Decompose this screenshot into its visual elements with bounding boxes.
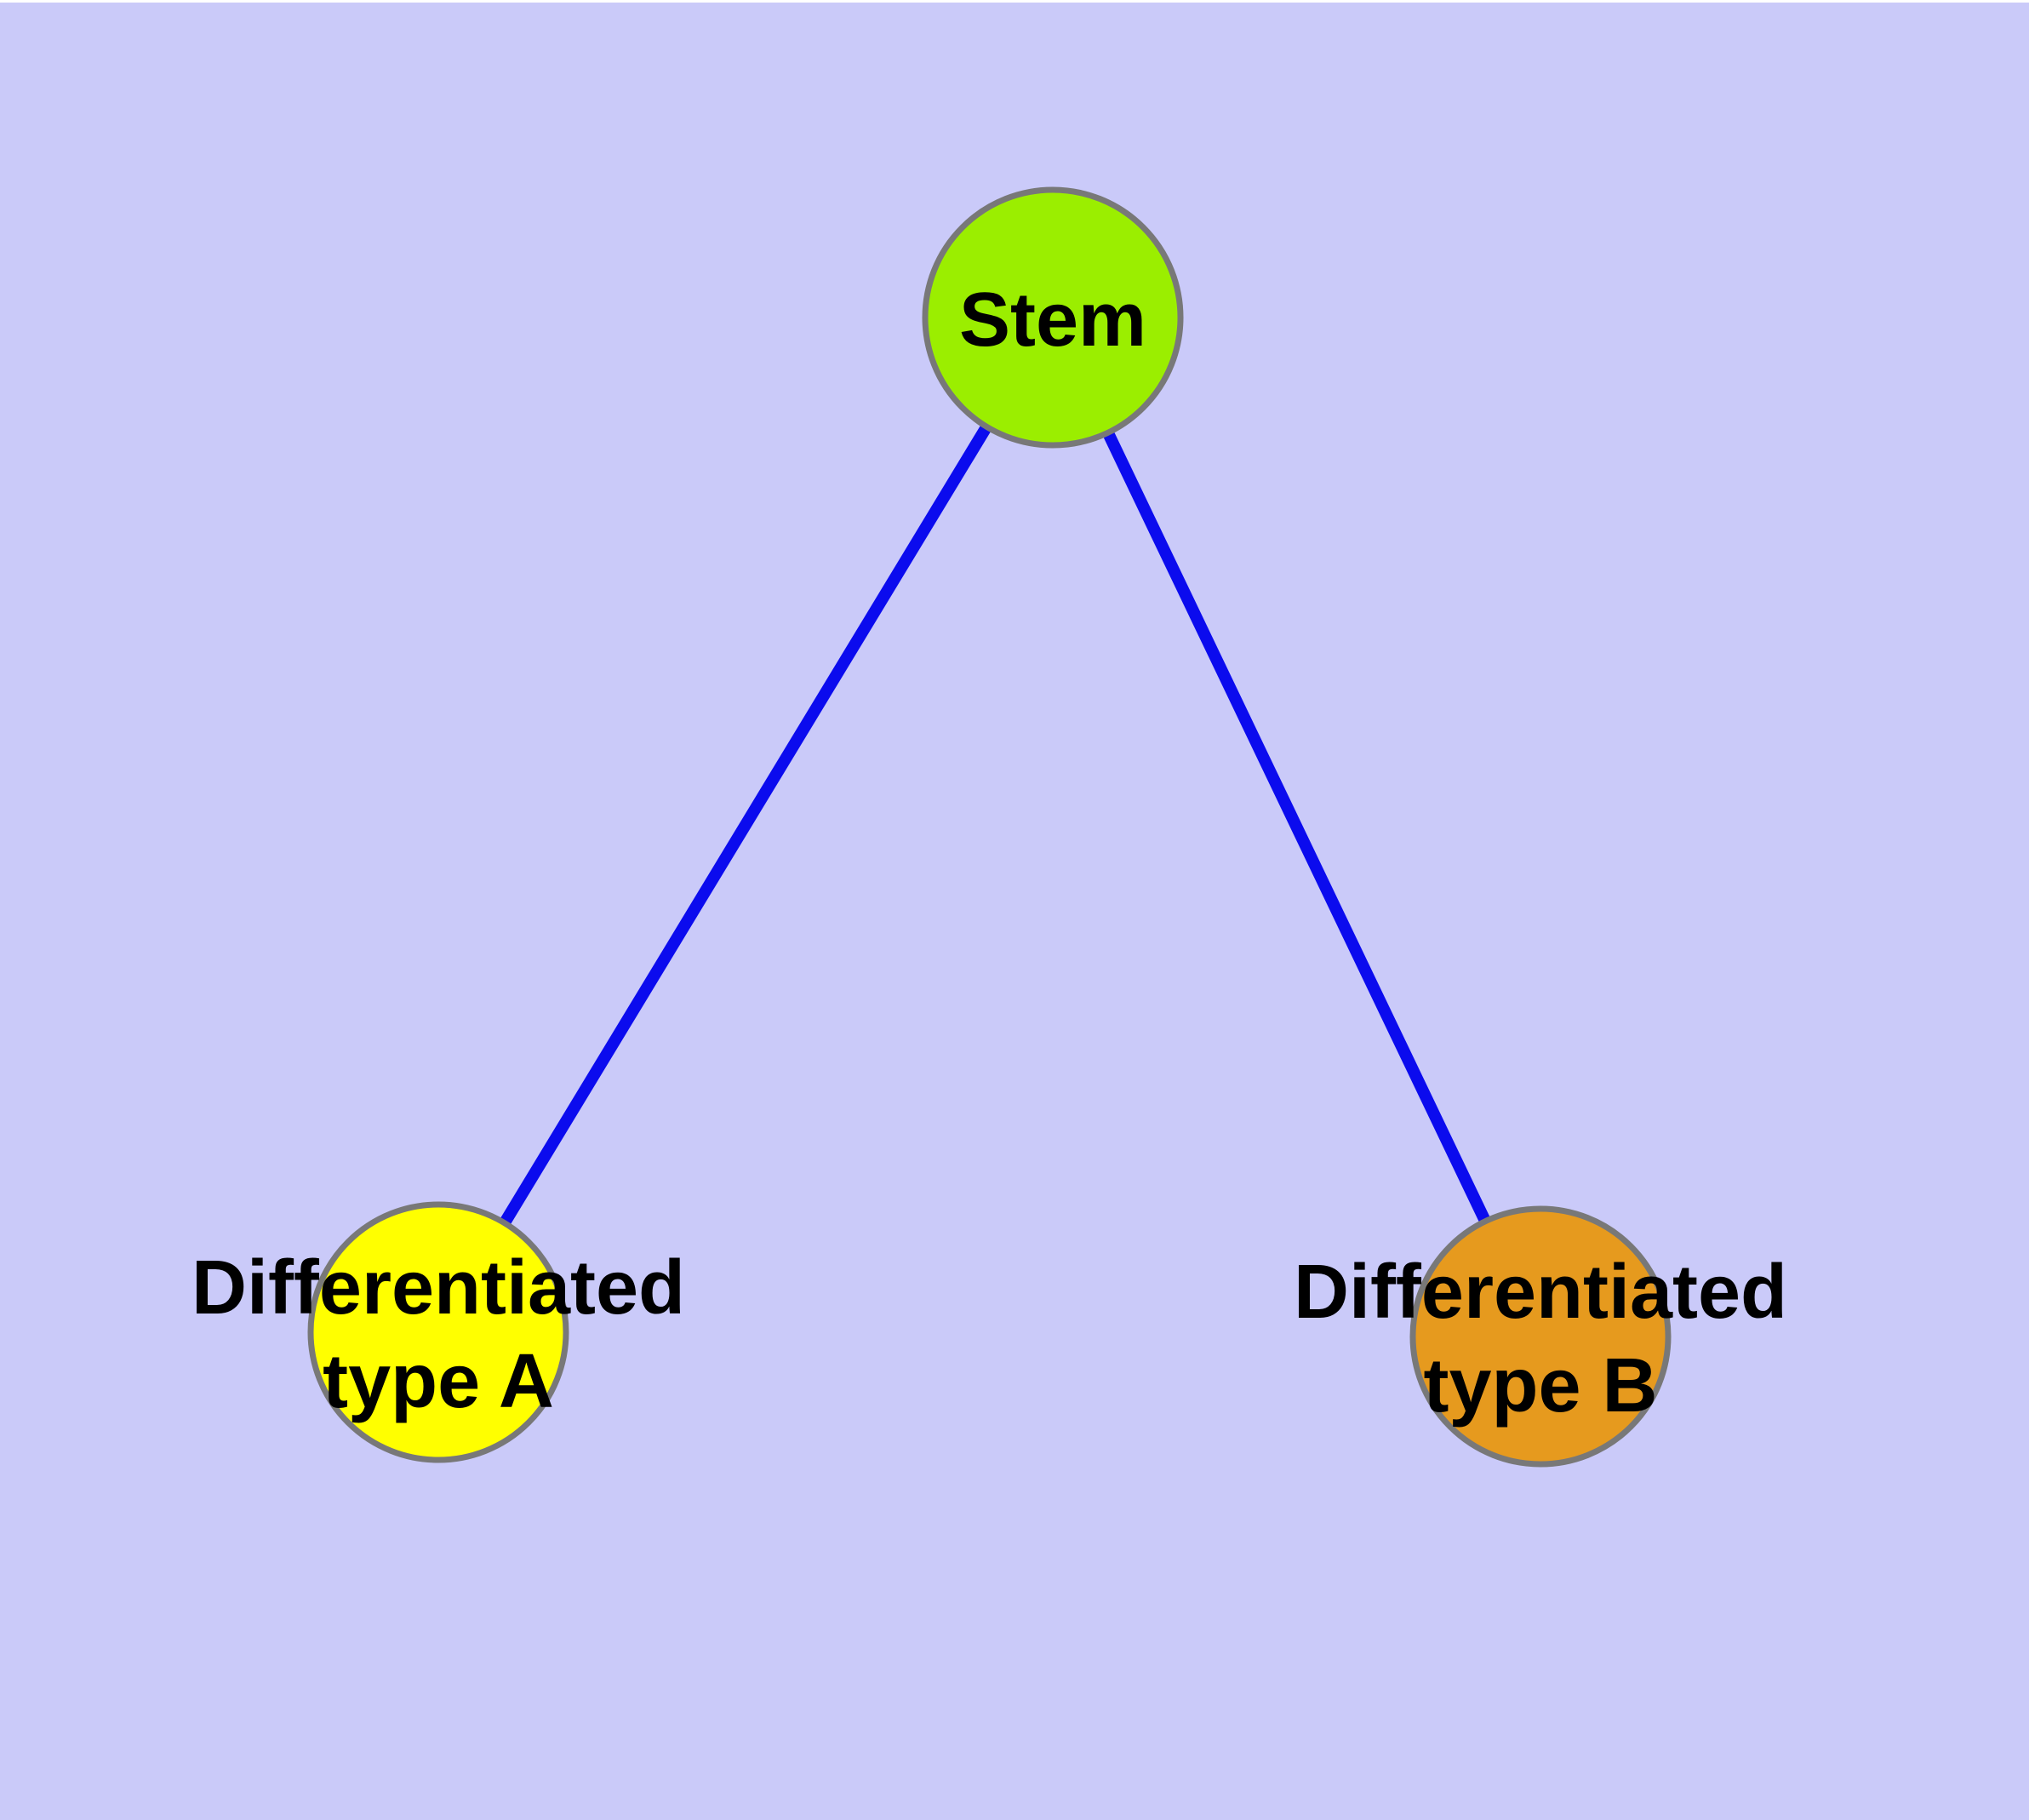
edge-stem-to-differentiated-type-b bbox=[1047, 314, 1546, 1340]
node-stem-label: Stem bbox=[959, 278, 1146, 363]
node-stem-circle bbox=[922, 186, 1184, 449]
node-differentiated-type-b-circle bbox=[1409, 1205, 1672, 1468]
edge-stem-to-differentiated-type-a bbox=[433, 314, 1058, 1336]
node-differentiated-type-a-circle bbox=[307, 1201, 569, 1463]
edges-layer bbox=[433, 314, 1546, 1340]
nodes-layer bbox=[307, 186, 1672, 1468]
